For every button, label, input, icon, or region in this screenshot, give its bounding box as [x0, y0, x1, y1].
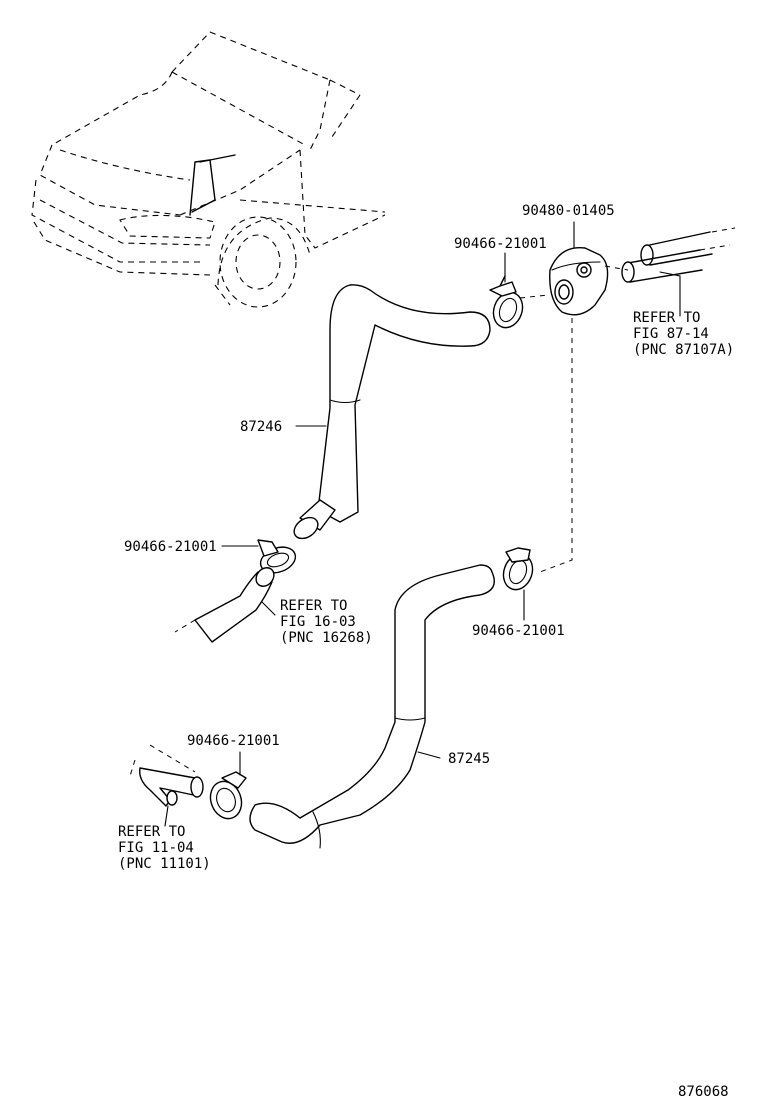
- leader-lines: [164, 221, 575, 827]
- clamp-mid-right: [502, 547, 534, 591]
- label-hose-87246: 87246: [240, 419, 282, 435]
- ref-16-line1: REFER TO: [280, 598, 347, 614]
- ref-11-line3: (PNC 11101): [118, 856, 211, 872]
- reference-11101: REFER TO FIG 11-04 (PNC 11101): [118, 824, 211, 872]
- car-sketch: [31, 31, 386, 308]
- pipe-to-87107A: [621, 227, 736, 317]
- label-clamp-bottom: 90466-21001: [187, 733, 280, 749]
- part-90480-grommet: [549, 246, 609, 316]
- label-clamp-top: 90466-21001: [454, 236, 547, 252]
- reference-87107A: REFER TO FIG 87-14 (PNC 87107A): [633, 310, 734, 358]
- label-clamp-mid-right: 90466-21001: [472, 623, 565, 639]
- label-part-90480: 90480-01405: [522, 203, 615, 219]
- clamp-top: [489, 275, 524, 329]
- pipe-to-11101: [129, 744, 204, 807]
- ref-11-line1: REFER TO: [118, 824, 185, 840]
- ref-87-line2: FIG 87-14: [633, 326, 709, 342]
- ref-87-line1: REFER TO: [633, 310, 700, 326]
- label-clamp-mid-left: 90466-21001: [124, 539, 217, 555]
- hose-87245: [249, 564, 495, 849]
- clamp-mid-left: [257, 539, 297, 574]
- label-hose-87245: 87245: [448, 751, 490, 767]
- hose-87246: [293, 284, 491, 540]
- pipe-to-16268: [174, 567, 275, 643]
- reference-16268: REFER TO FIG 16-03 (PNC 16268): [280, 598, 373, 646]
- ref-11-line2: FIG 11-04: [118, 840, 194, 856]
- ref-16-line2: FIG 16-03: [280, 614, 356, 630]
- ref-87-line3: (PNC 87107A): [633, 342, 734, 358]
- clamp-bottom: [209, 771, 247, 820]
- figure-number: 876068: [678, 1084, 729, 1100]
- part-labels: 90480-01405 90466-21001 87246 90466-2100…: [124, 203, 615, 767]
- ref-16-line3: (PNC 16268): [280, 630, 373, 646]
